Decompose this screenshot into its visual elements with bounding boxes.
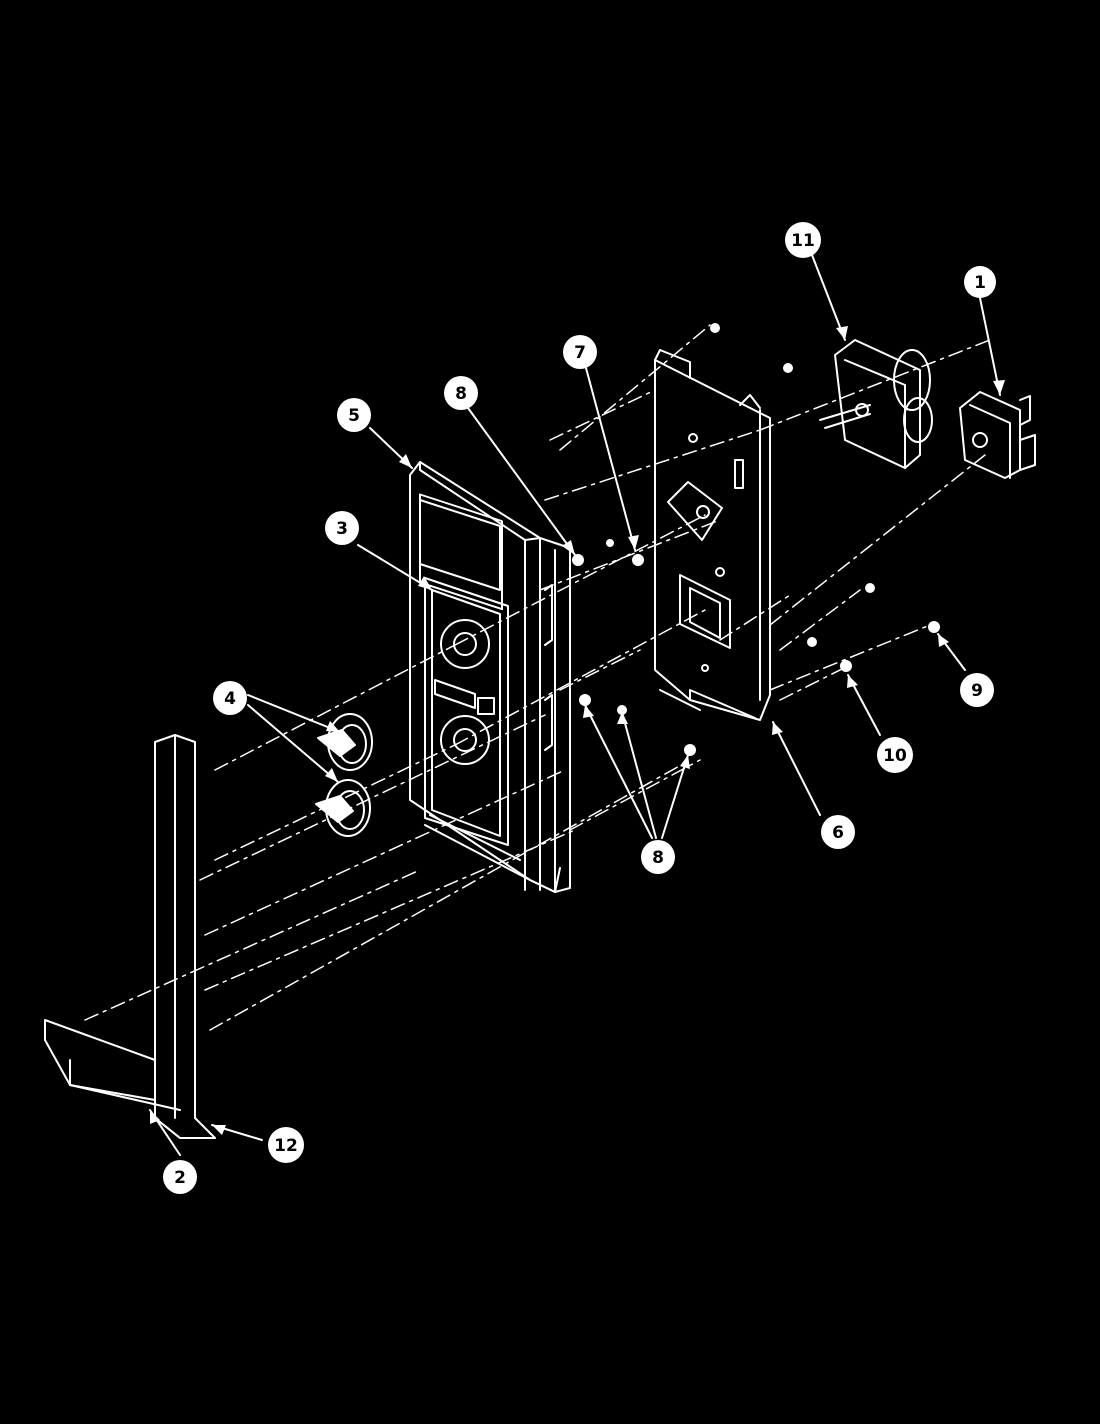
callout-11: 11 [785, 222, 821, 258]
callout-8-upper: 8 [444, 376, 478, 410]
callouts: 1 2 3 4 5 6 7 8 [163, 222, 996, 1194]
screws [572, 323, 940, 756]
callout-9: 9 [960, 673, 994, 707]
trim-base-part [44, 734, 216, 1139]
callout-label-10: 10 [883, 746, 907, 766]
callout-3: 3 [325, 511, 359, 545]
callout-label-8-upper: 8 [455, 384, 467, 404]
leader-arrowheads [150, 326, 1005, 1135]
callout-label-2: 2 [174, 1168, 186, 1188]
callout-8-lower: 8 [641, 840, 675, 874]
knob-part-upper [317, 713, 373, 771]
callout-label-5: 5 [348, 406, 360, 426]
callout-label-3: 3 [336, 519, 348, 539]
knob-part-lower [315, 779, 371, 837]
callout-label-6: 6 [832, 823, 844, 843]
callout-label-12: 12 [274, 1136, 298, 1156]
callout-12: 12 [268, 1127, 304, 1163]
chassis-plate-part [654, 349, 771, 721]
switch-part [959, 391, 1036, 479]
callout-5: 5 [337, 398, 371, 432]
callout-label-8-lower: 8 [652, 848, 664, 868]
leader-lines [149, 254, 1001, 1156]
callout-1: 1 [964, 266, 996, 298]
callout-label-9: 9 [971, 681, 983, 701]
timer-part [819, 339, 933, 469]
control-panel-part [409, 461, 571, 893]
callout-label-4: 4 [224, 689, 236, 709]
callout-label-11: 11 [791, 231, 815, 251]
callout-7: 7 [563, 335, 597, 369]
callout-label-1: 1 [974, 273, 986, 293]
callout-4: 4 [213, 681, 247, 715]
callout-label-7: 7 [574, 343, 586, 363]
callout-6: 6 [821, 815, 855, 849]
callout-2: 2 [163, 1160, 197, 1194]
callout-10: 10 [877, 737, 913, 773]
